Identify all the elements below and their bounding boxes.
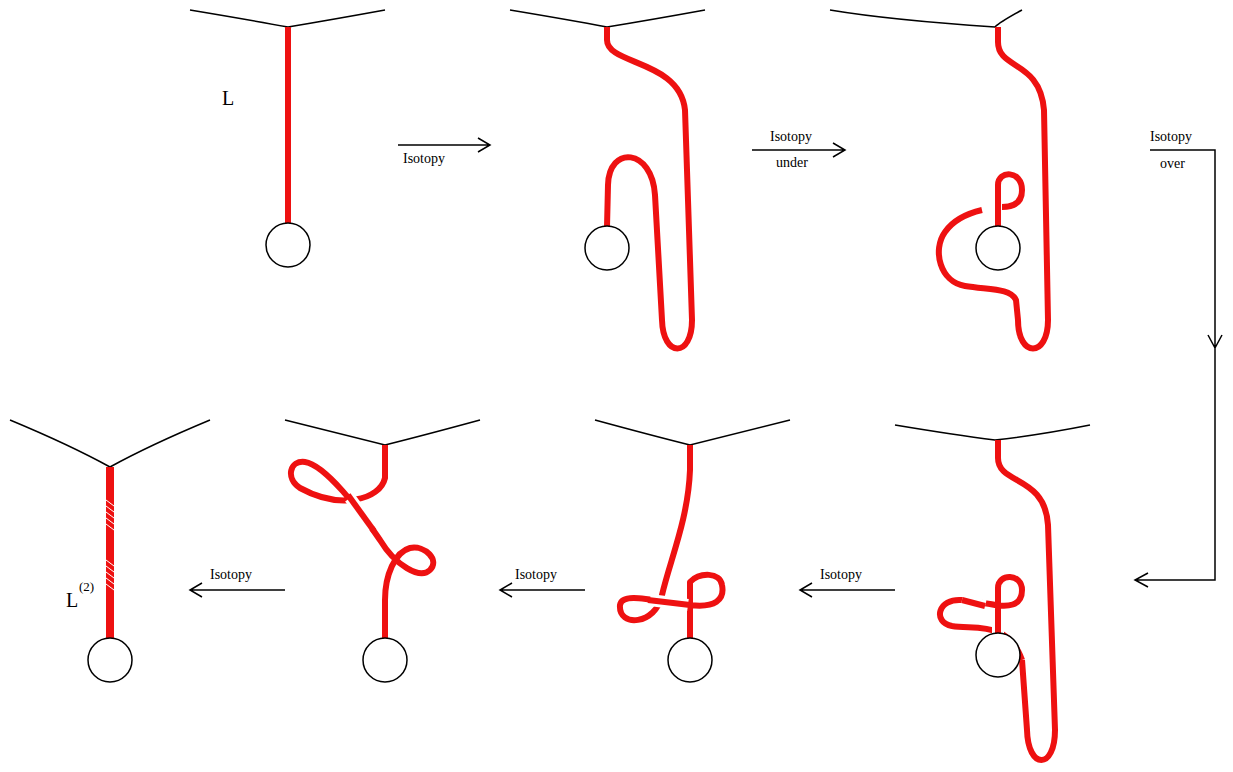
boundary-circle [976,226,1020,270]
isotopy-arrow [500,583,585,597]
arrow-label: Isotopy [770,130,812,144]
ribbon [607,27,692,349]
figure-label: L [222,88,234,108]
boundary-curve [285,420,480,445]
boundary-curve [895,425,1090,440]
boundary-circle [976,633,1020,677]
ribbon [348,495,374,531]
ribbon [995,610,1001,634]
boundary-curve [10,420,210,467]
boundary-curve [595,420,790,445]
boundary-curve [190,10,385,27]
ribbon [998,440,1055,760]
isotopy-arrow [752,143,845,157]
arrow-label: Isotopy [515,568,557,582]
twist-marks [106,500,114,590]
twisted-ribbon [106,467,114,639]
arrow-note: over [1160,157,1185,171]
ribbon [285,27,291,223]
ribbon [998,174,1022,227]
boundary-circle [266,223,310,267]
figure-label: L [66,590,78,610]
boundary-curve [510,10,705,27]
ribbon [962,600,985,606]
arrow-label: Isotopy [1150,130,1192,144]
isotopy-arrow [398,138,490,152]
arrow-label: Isotopy [403,152,445,166]
ribbon [620,445,723,639]
ribbon [291,445,433,639]
boundary-circle [585,226,629,270]
isotopy-arrow [1135,150,1222,587]
isotopy-arrow [190,583,285,597]
arrow-label: Isotopy [210,568,252,582]
arrow-note: under [776,156,808,170]
boundary-circle [363,638,407,682]
superscript: (2) [79,580,94,593]
boundary-circle [668,638,712,682]
ribbon [939,27,1048,349]
isotopy-arrow [800,583,895,597]
boundary-curve [830,10,1022,27]
arrow-label: Isotopy [820,568,862,582]
ribbon [648,600,690,605]
boundary-circle [88,638,132,682]
